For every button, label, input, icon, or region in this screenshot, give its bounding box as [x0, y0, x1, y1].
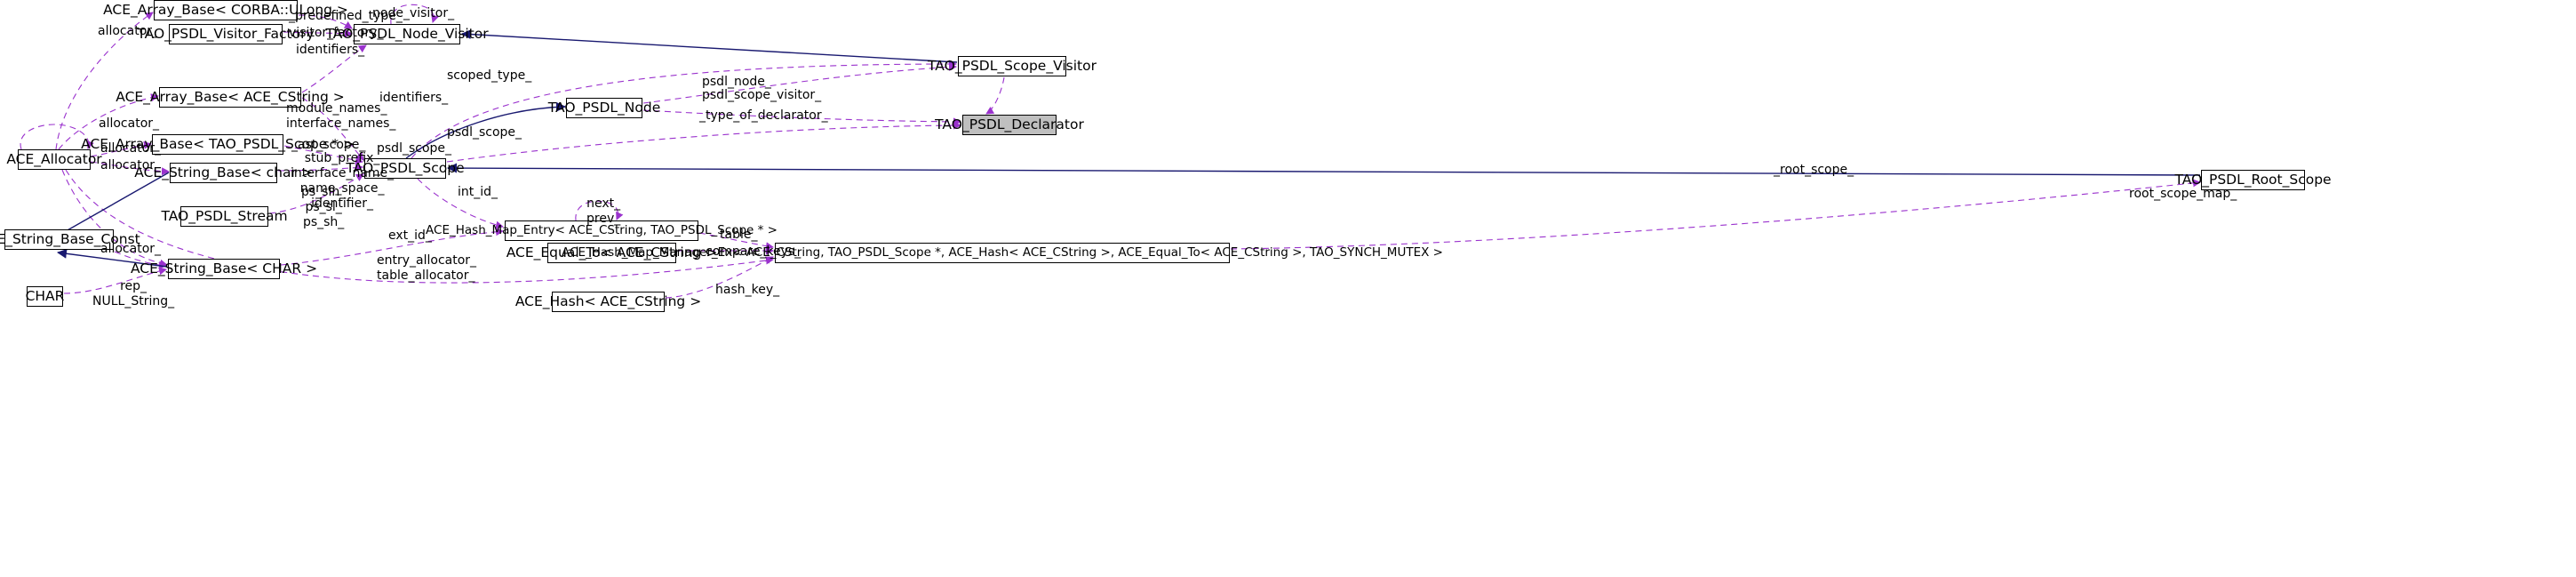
edge-label-type-of-declarator: _type_of_declarator_ — [699, 108, 828, 123]
edge-label-rep-null-string: rep_ NULL_String_ — [92, 279, 175, 309]
edge-label-psdl-scope-1: psdl_scope_ — [447, 125, 522, 140]
edge-label-visitor-factory: visitor_factory_ — [289, 26, 384, 40]
edge-label-psdl-node: psdl_node_ — [702, 75, 771, 89]
edge-label-node-visitor: node_visitor_ — [372, 6, 455, 20]
edge-label-allocator-2: allocator_ — [99, 116, 160, 131]
node-tao-psdl-node[interactable]: TAO_PSDL_Node — [548, 98, 660, 118]
edge-label-next-prev: next_ prev_ — [586, 196, 621, 227]
node-ace-hash-map-entry[interactable]: ACE_Hash_Map_Entry< ACE_CString, TAO_PSD… — [426, 220, 778, 241]
node-ace-hash-map-manager-ex[interactable]: ACE_Hash_Map_Manager_Ex< ACE_CString, TA… — [562, 243, 1443, 263]
node-char[interactable]: CHAR — [26, 286, 64, 307]
edge-label-stub-prefix: stub_prefix_ interface_name_ name_space_… — [291, 151, 395, 212]
node-ace-string-base-char[interactable]: ACE_String_Base< char > — [134, 163, 313, 183]
node-tao-psdl-scope-visitor[interactable]: TAO_PSDL_Scope_Visitor — [928, 56, 1097, 76]
node-tao-psdl-node-visitor[interactable]: TAO_PSDL_Node_Visitor — [325, 24, 489, 44]
edge-label-table: table_ — [720, 228, 758, 242]
edge-label-hash-key: hash_key_ — [715, 283, 780, 297]
node-tao-psdl-stream[interactable]: TAO_PSDL_Stream — [161, 206, 288, 227]
edge-label-ext-id: ext_id_ — [388, 228, 432, 243]
edge-label-psdl-scope-visitor: psdl_scope_visitor_ — [702, 88, 822, 102]
node-tao-psdl-scope[interactable]: TAO_PSDL_Scope — [346, 158, 465, 179]
inheritance-edge-group — [52, 29, 2201, 268]
node-ace-hash-ace-cstring[interactable]: ACE_Hash< ACE_CString > — [515, 292, 701, 312]
node-ace-array-base-tao-psdl-scope-ptr[interactable]: ACE_Array_Base< TAO_PSDL_Scope * > — [81, 134, 355, 155]
edge-label-root-scope-map: root_scope_map_ — [2129, 187, 2237, 201]
node-tao-psdl-root-scope[interactable]: TAO_PSDL_Root_Scope — [2174, 170, 2332, 190]
edge-label-predefined-type: _predefined_type_ — [289, 9, 403, 23]
node-tao-psdl-visitor-factory[interactable]: TAO_PSDL_Visitor_Factory — [137, 24, 315, 44]
node-ace-allocator[interactable]: ACE_Allocator — [6, 149, 102, 170]
edge-label-allocator-5: allocator_ — [100, 242, 162, 256]
edge-label-int-id: int_id_ — [458, 185, 498, 199]
edge-label-compare-keys: compare_keys_ — [706, 244, 802, 259]
edge-label-allocator-3: allocator_ — [100, 141, 162, 156]
node-ace-array-base-ace-cstring[interactable]: ACE_Array_Base< ACE_CString > — [116, 87, 345, 108]
edge-label-ps-sin: ps_sin_ ps_sl_ ps_sh_ — [301, 185, 347, 230]
edge-label-module-names: module_names_ interface_names_ — [286, 101, 396, 132]
edge-label-ast-scope: _ast_scope_ — [291, 138, 366, 152]
node-ace-string-base-const[interactable]: ACE_String_Base_Const — [0, 229, 140, 250]
edge-label-scoped-type: scoped_type_ — [447, 68, 532, 83]
node-tao-psdl-declarator[interactable]: TAO_PSDL_Declarator — [935, 115, 1084, 135]
edge-label-entry-allocator: entry_allocator_ table_allocator_ — [377, 253, 477, 284]
edge-label-identifiers-1: identifiers_ — [296, 43, 365, 57]
edge-label-root-scope: _root_scope_ — [1774, 163, 1854, 177]
edge-label-psdl-scope-2: psdl_scope_ — [377, 141, 452, 156]
node-ace-string-base-CHAR[interactable]: ACE_String_Base< CHAR > — [131, 259, 317, 279]
edge-label-allocator-4: allocator_ — [100, 158, 162, 172]
edge-label-identifiers-2: identifiers_ — [379, 91, 449, 105]
edge-label-allocator-1: allocator_ — [98, 24, 159, 38]
node-ace-array-base-corba-ulong[interactable]: ACE_Array_Base< CORBA::ULong > — [103, 0, 348, 20]
node-ace-equal-to-ace-cstring[interactable]: ACE_Equal_To< ACE_CString > — [506, 243, 717, 263]
